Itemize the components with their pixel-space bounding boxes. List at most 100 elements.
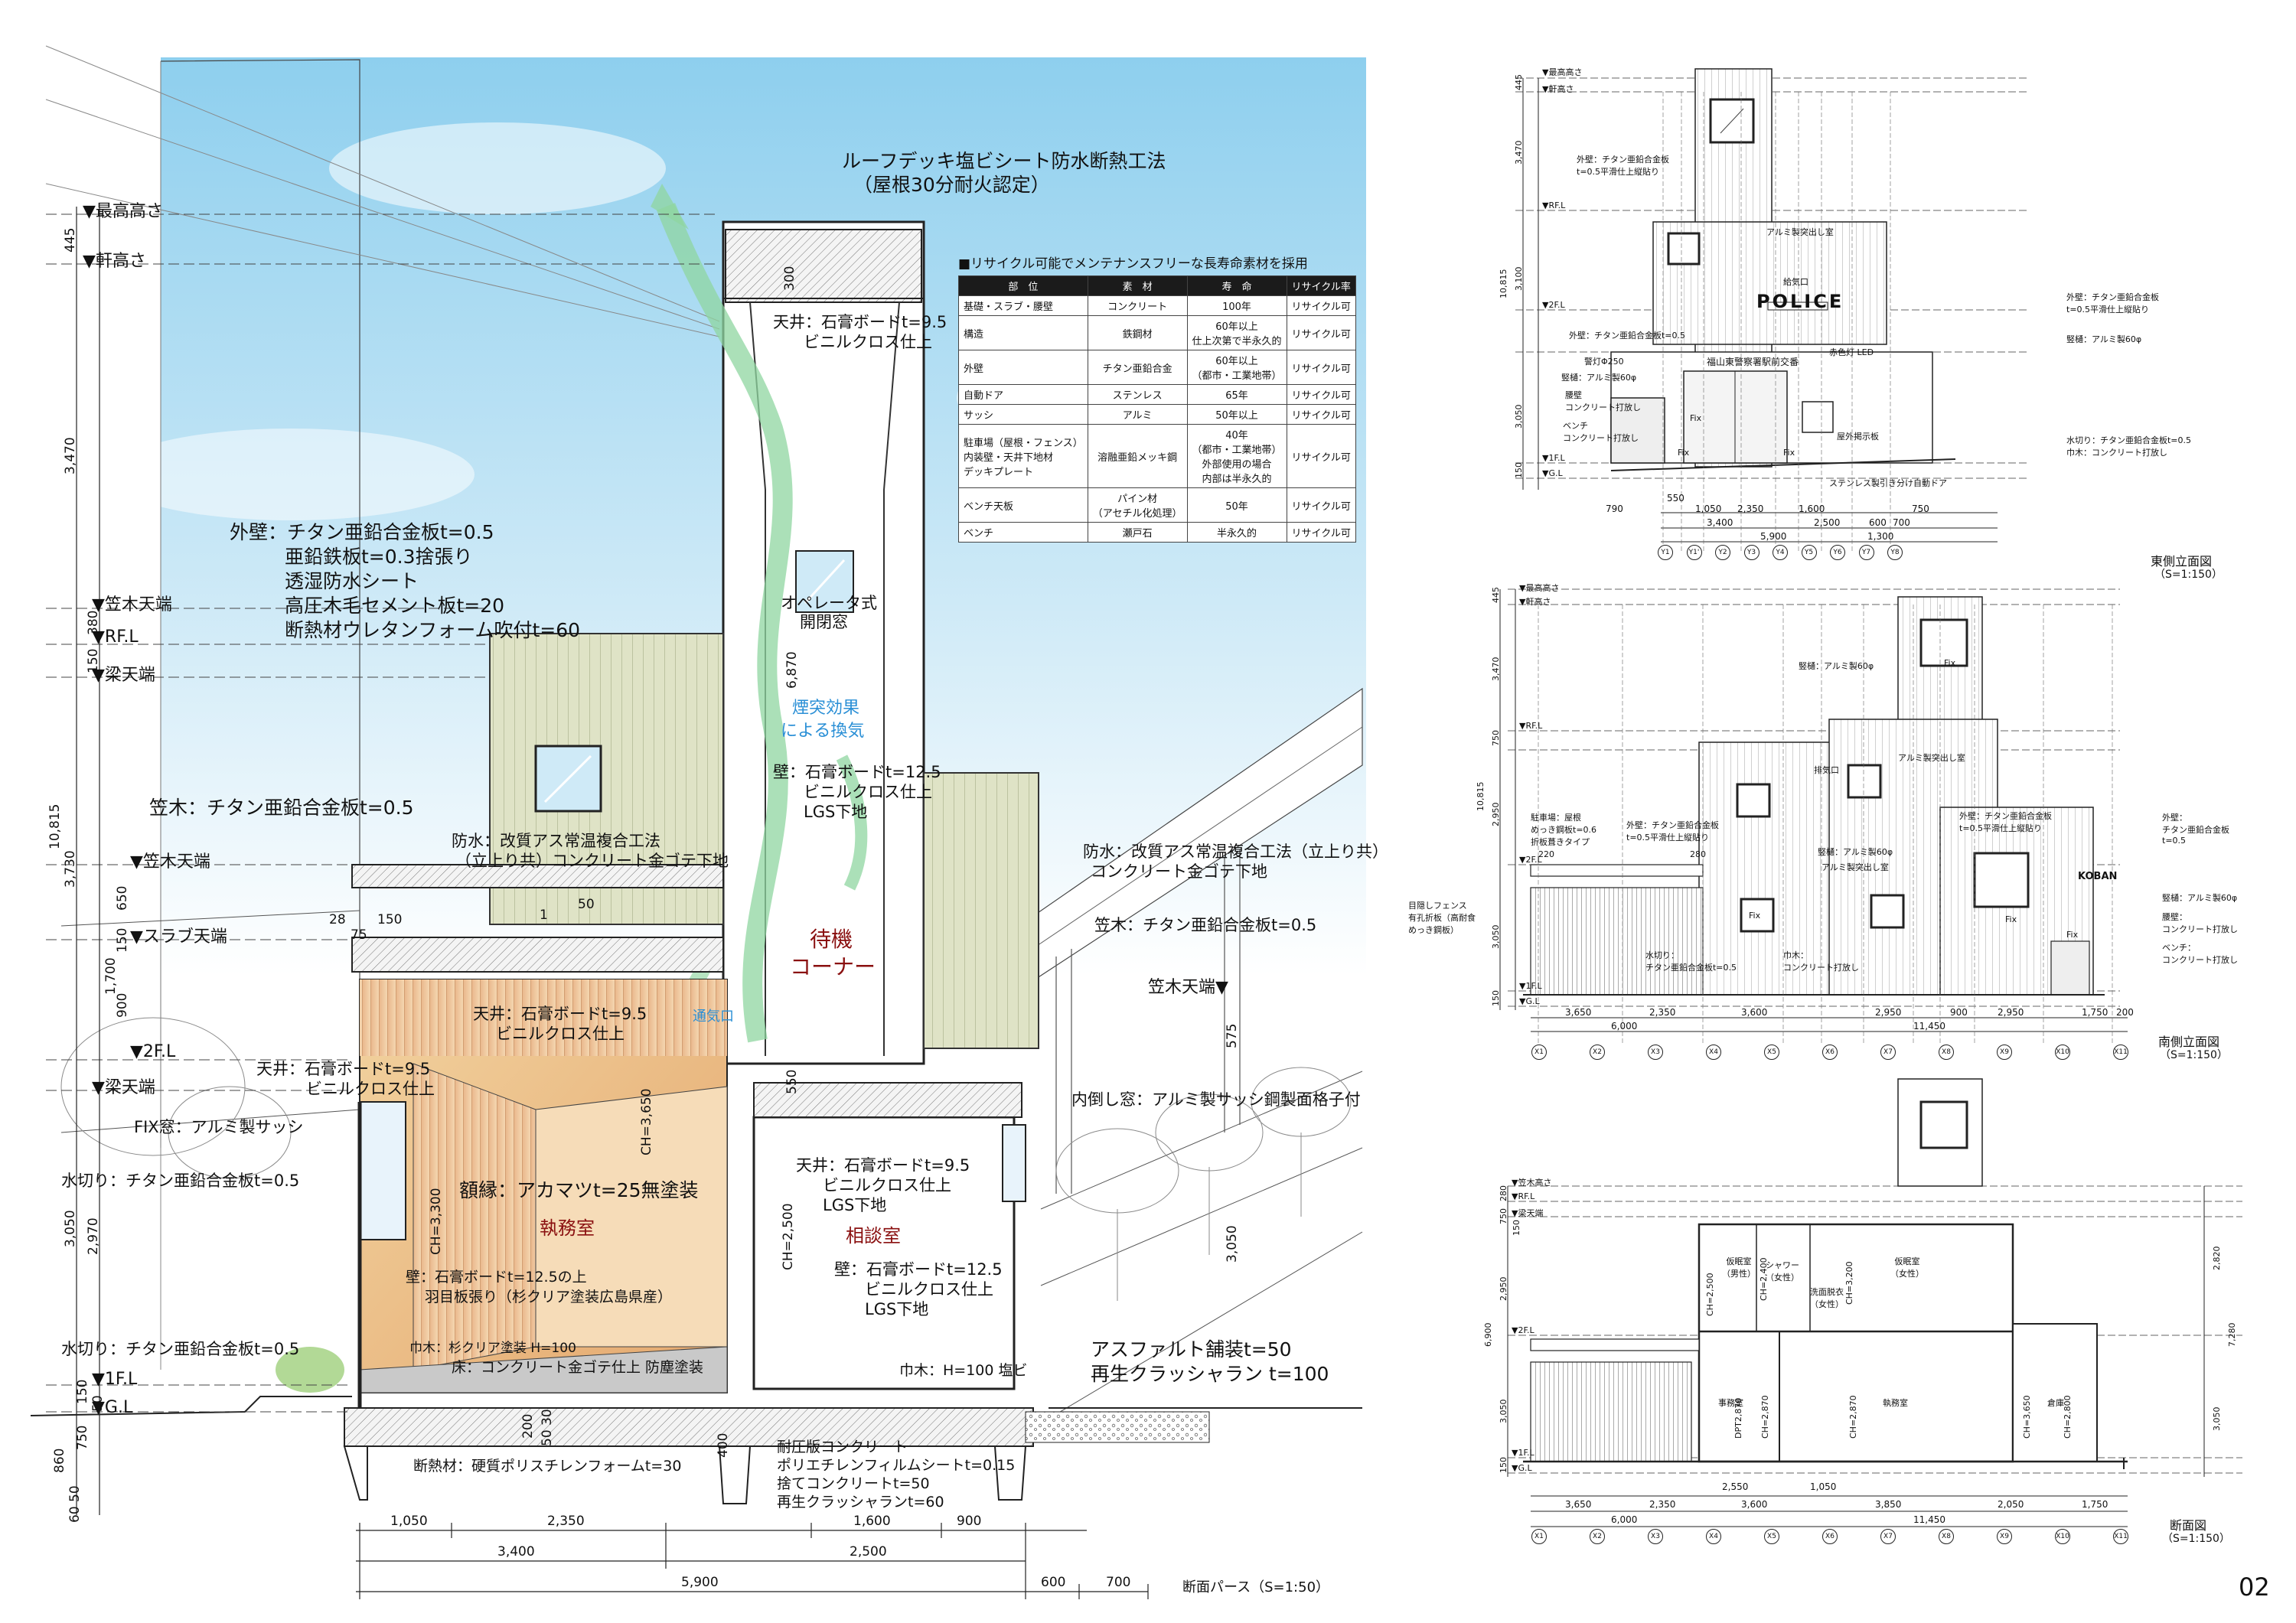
east-note-protrude: アルミ製突出し室 xyxy=(1766,227,1834,237)
note-wall-inner-4b: ビニルクロス仕上 xyxy=(865,1280,993,1299)
ceiling-height-3300: CH=3,300 xyxy=(429,1188,444,1255)
materials-cell: リサイクル可 xyxy=(1286,295,1356,316)
secb-dim-150b: 150 xyxy=(1499,1457,1508,1473)
secb-dim-150: 150 xyxy=(1512,1220,1521,1236)
east-police-sign: POLICE xyxy=(1756,291,1844,312)
note-ceiling-2a: 天井：石膏ボードt=9.5 xyxy=(473,1005,647,1023)
note-asphalt-1: アスファルト舗装t=50 xyxy=(1091,1338,1292,1361)
south-dim-2950: 2,950 xyxy=(1491,802,1501,827)
note-chimney-effect-1: 煙突効果 xyxy=(792,699,860,718)
south-elevation-drawing xyxy=(1499,588,2128,1045)
secb-ch-2400: CH=2,400 xyxy=(1759,1257,1769,1301)
section-perspective: ▼最高高さ ▼軒高さ ▼笠木天端 ▼RF.L ▼梁天端 ▼笠木天端 ▼スラブ天端… xyxy=(30,45,1388,1599)
materials-cell: 65年 xyxy=(1186,384,1287,405)
materials-cell: チタン亜鉛合金 xyxy=(1087,350,1188,385)
note-floor: 床：コンクリート金ゴテ仕上 防塵塗装 xyxy=(452,1359,704,1376)
grid-bubble: Y4 xyxy=(1773,545,1788,560)
grid-bubble: Y1 xyxy=(1658,545,1673,560)
south-fix-3: Fix xyxy=(2005,914,2017,924)
note-foundation-4: 再生クラッシャランt=60 xyxy=(777,1494,944,1511)
east-dim-1050: 1,050 xyxy=(1695,504,1722,514)
secb-level-2f: ▼2F.L xyxy=(1512,1325,1534,1335)
note-foundation-2: ポリエチレンフィルムシートt=0.15 xyxy=(777,1457,1016,1474)
dim-2970: 2,970 xyxy=(86,1217,101,1255)
level-beam-top-2: ▼梁天端 xyxy=(92,1078,155,1097)
materials-cell: 構造 xyxy=(958,315,1088,350)
dim-6870: 6,870 xyxy=(784,651,800,689)
grid-bubble: X8 xyxy=(1939,1045,1954,1060)
south-fix-4: Fix xyxy=(2066,930,2079,940)
level-kasagi-top-3: 笠木天端▼ xyxy=(1148,978,1228,997)
east-elevation-title: 東側立面図 xyxy=(2151,554,2213,569)
dim-50-h: 50 xyxy=(578,897,595,912)
east-dim-2500: 2,500 xyxy=(1814,517,1841,528)
grid-bubble: X1 xyxy=(1531,1529,1547,1544)
note-wall-inner-5a: 壁：石膏ボードt=12.5の上 xyxy=(406,1269,587,1286)
south-dim-1750: 1,750 xyxy=(2082,1007,2108,1018)
south-note-wall-2: 外壁：チタン亜鉛合金板 t=0.5平滑仕上縦貼り xyxy=(1959,811,2052,833)
grid-bubble: X9 xyxy=(1997,1529,2012,1544)
secb-dim-2350: 2,350 xyxy=(1649,1499,1676,1510)
note-waterproof-1b: （立上り共）コンクリート金ゴテ下地 xyxy=(455,852,729,870)
grid-bubble: X7 xyxy=(1880,1045,1896,1060)
secb-dim-3050: 3,050 xyxy=(1499,1399,1508,1424)
level-2f: ▼2F.L xyxy=(130,1042,176,1061)
dim-3050b: 3,050 xyxy=(1225,1225,1240,1263)
label-waiting-corner-1: 待機 xyxy=(810,927,853,952)
east-dim-600: 600 xyxy=(1869,517,1887,528)
south-note-wall: 外壁：チタン亜鉛合金板 t=0.5平滑仕上縦貼り xyxy=(1626,820,1719,842)
grid-bubble: Y8 xyxy=(1887,545,1903,560)
note-baseboard-1: 巾木：杉クリア塗装 H=100 xyxy=(409,1341,576,1356)
east-note-vent: 給気口 xyxy=(1783,277,1808,287)
east-note-wall-right: 外壁：チタン亜鉛合金板 t=0.5平滑仕上縦貼り xyxy=(2066,292,2159,314)
level-max-height: ▼最高高さ xyxy=(83,202,163,221)
note-window-inner: 内倒し窓：アルミ製サッシ鋼製面格子付 xyxy=(1071,1090,1361,1109)
materials-cell: ベンチ xyxy=(958,522,1088,543)
east-name-plate: 福山東警察署駅前交番 xyxy=(1707,357,1799,367)
east-level-2f: ▼2F.L xyxy=(1542,300,1565,310)
south-dim-3470: 3,470 xyxy=(1491,657,1501,682)
grid-bubble: X10 xyxy=(2055,1529,2070,1544)
south-dim-10815: 10,815 xyxy=(1476,781,1486,812)
note-operator-1: オペレータ式 xyxy=(781,594,877,612)
secb-level-kasagi: ▼笠木高さ xyxy=(1512,1178,1552,1188)
east-note-light: 警灯Φ250 xyxy=(1584,357,1624,367)
south-note-koshi: 腰壁： コンクリート打放し xyxy=(2162,912,2238,934)
south-koban-sign: KOBAN xyxy=(2078,871,2118,882)
grid-bubble: X1 xyxy=(1531,1045,1547,1060)
south-note-gutter-2: 竪樋：アルミ製60φ xyxy=(1818,847,1893,857)
secb-ch-2870b: CH=2,870 xyxy=(1848,1395,1858,1439)
ceiling-height-3650: CH=3,650 xyxy=(639,1088,654,1155)
note-waterproof-2a: 防水：改質アス常温複合工法（立上り共） xyxy=(1083,842,1388,861)
east-note-koshi: 腰壁 コンクリート打放し xyxy=(1565,390,1641,412)
note-ceiling-1a: 天井：石膏ボードt=9.5 xyxy=(773,313,947,331)
dim-50: 50 xyxy=(90,1395,106,1412)
south-level-1f: ▼1F.L xyxy=(1519,981,1542,991)
note-ceiling-2b: ビニルクロス仕上 xyxy=(496,1025,625,1043)
note-wall-inner-4c: LGS下地 xyxy=(865,1300,929,1318)
note-wall-1: 外壁：チタン亜鉛合金板t=0.5 xyxy=(230,521,494,543)
note-fix-window: FIX窓：アルミ製サッシ xyxy=(134,1118,304,1136)
label-waiting-corner-2: コーナー xyxy=(790,954,876,979)
east-note-baseboard: 巾木：コンクリート打放し xyxy=(2066,448,2167,458)
note-operator-2: 開閉窓 xyxy=(800,613,848,631)
materials-cell: 鉄鋼材 xyxy=(1087,315,1188,350)
grid-bubble: X4 xyxy=(1706,1045,1721,1060)
materials-cell: リサイクル可 xyxy=(1286,424,1356,488)
section-b-drawing xyxy=(1507,1078,2242,1527)
east-level-max: ▼最高高さ xyxy=(1542,67,1583,77)
materials-cell: 駐車場（屋根・フェンス） 内装壁・天井下地材 デッキプレート xyxy=(958,424,1088,488)
secb-dim-750: 750 xyxy=(1499,1208,1508,1224)
south-fix-2: Fix xyxy=(1749,911,1761,921)
east-fix-1: Fix xyxy=(1690,413,1702,423)
materials-cell: リサイクル可 xyxy=(1286,384,1356,405)
south-dim-750: 750 xyxy=(1491,730,1501,746)
secb-dim-1750: 1,750 xyxy=(2082,1499,2108,1510)
grid-bubble: Y3 xyxy=(1743,545,1760,560)
secb-room-office: 事務室 xyxy=(1718,1398,1743,1408)
